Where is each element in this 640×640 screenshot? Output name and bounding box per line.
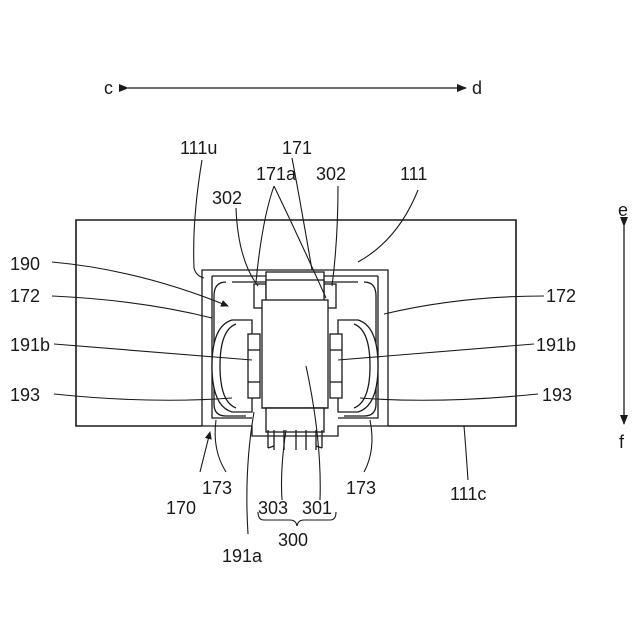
label-e: e xyxy=(618,200,628,220)
label-190: 190 xyxy=(10,254,40,274)
label-172-left: 172 xyxy=(10,286,40,306)
label-193-right: 193 xyxy=(542,385,572,405)
label-301: 301 xyxy=(302,498,332,518)
label-f: f xyxy=(619,432,625,452)
label-193-left: 193 xyxy=(10,385,40,405)
roller-193-left xyxy=(212,320,260,412)
label-303: 303 xyxy=(258,498,288,518)
label-173-left: 173 xyxy=(202,478,232,498)
label-171a: 171a xyxy=(256,164,297,184)
label-170: 170 xyxy=(166,498,196,518)
label-302-right: 302 xyxy=(316,164,346,184)
label-300: 300 xyxy=(278,530,308,550)
label-191a: 191a xyxy=(222,546,263,566)
label-111u: 111u xyxy=(180,138,217,158)
label-191b-left: 191b xyxy=(10,335,50,355)
label-d: d xyxy=(472,78,482,98)
body-301 xyxy=(262,280,328,432)
label-302-left: 302 xyxy=(212,188,242,208)
label-111c: 111c xyxy=(450,484,486,504)
label-191b-right: 191b xyxy=(536,335,576,355)
label-111: 111 xyxy=(400,164,427,184)
label-173-right: 173 xyxy=(346,478,376,498)
label-c: c xyxy=(104,78,113,98)
label-172-right: 172 xyxy=(546,286,576,306)
label-171: 171 xyxy=(282,138,312,158)
